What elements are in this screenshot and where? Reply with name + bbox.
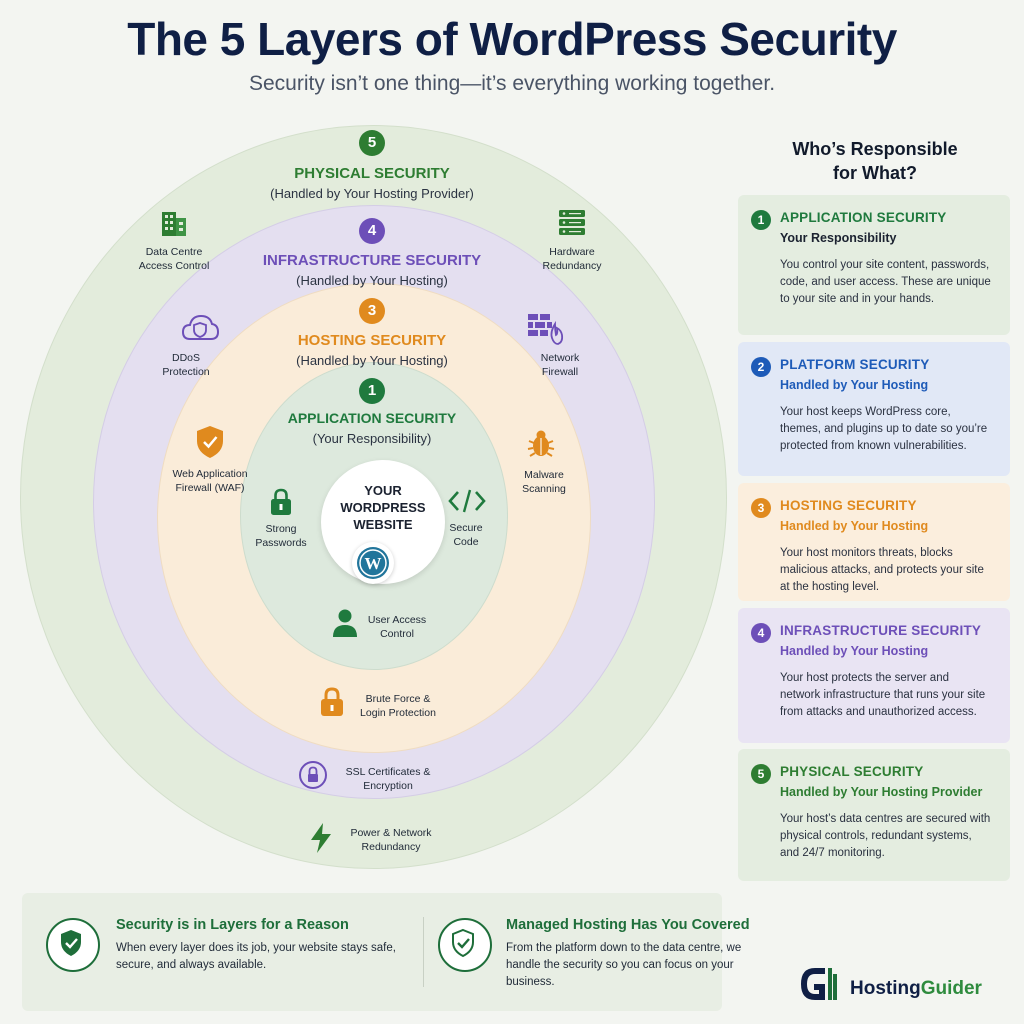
- card-3-subtitle: Handled by Your Hosting: [780, 519, 929, 533]
- code-icon: [448, 488, 486, 519]
- padlock-icon: [318, 686, 346, 723]
- card-2-title: PLATFORM SECURITY: [780, 357, 930, 372]
- card-1-subtitle: Your Responsibility: [780, 231, 897, 245]
- center-line-3: WEBSITE: [353, 517, 413, 532]
- card-5-title: PHYSICAL SECURITY: [780, 764, 924, 779]
- infrastructure-layer-subtitle: (Handled by Your Hosting): [296, 273, 448, 288]
- shield-check-icon: [46, 918, 100, 972]
- footer-left-description: When every layer does its job, your webs…: [116, 942, 396, 971]
- layer-4-number: 4: [359, 218, 385, 244]
- card-5-number: 5: [751, 764, 771, 784]
- hostingguider-logo-icon: [795, 964, 839, 1009]
- card-4-description: Your host protects the server and networ…: [780, 672, 986, 718]
- footer-right-title: Managed Hosting Has You Covered: [506, 917, 750, 933]
- card-4-subtitle: Handled by Your Hosting: [780, 644, 929, 658]
- hosting-layer-subtitle: (Handled by Your Hosting): [296, 353, 448, 368]
- brand-name-part-2: Guider: [920, 978, 982, 999]
- card-3-title: HOSTING SECURITY: [780, 498, 917, 513]
- user-icon: [332, 608, 358, 643]
- server-icon: [557, 208, 587, 243]
- card-1-description: You control your site content, passwords…: [780, 259, 991, 305]
- footer-right-description: From the platform down to the data centr…: [506, 942, 742, 988]
- lock-icon: [268, 487, 294, 522]
- layer-5-number: 5: [359, 130, 385, 156]
- card-4-title: INFRASTRUCTURE SECURITY: [780, 623, 982, 638]
- card-2-number: 2: [751, 357, 771, 377]
- layer-1-number: 1: [359, 378, 385, 404]
- building-icon: [160, 206, 188, 243]
- card-3-description: Your host monitors threats, blocks malic…: [780, 547, 984, 593]
- card-1-number: 1: [751, 210, 771, 230]
- page-subtitle: Security isn’t one thing—it’s everything…: [248, 72, 776, 95]
- card-application-security: 1 APPLICATION SECURITY Your Responsibili…: [738, 195, 1010, 335]
- card-1-title: APPLICATION SECURITY: [780, 210, 947, 225]
- card-5-description: Your host’s data centres are secured wit…: [780, 813, 991, 859]
- footer-divider: [423, 917, 424, 987]
- firewall-icon: [526, 310, 564, 351]
- card-2-description: Your host keeps WordPress core, themes, …: [780, 406, 988, 452]
- layer-3-number: 3: [359, 298, 385, 324]
- card-physical-security: 5 PHYSICAL SECURITY Handled by Your Host…: [738, 749, 1010, 881]
- hosting-layer-title: HOSTING SECURITY: [297, 332, 447, 349]
- infrastructure-layer-title: INFRASTRUCTURE SECURITY: [262, 252, 482, 269]
- shield-check-outline-icon: [438, 918, 492, 972]
- card-5-subtitle: Handled by Your Hosting Provider: [780, 785, 983, 799]
- application-layer-title: APPLICATION SECURITY: [287, 410, 457, 426]
- ssl-lock-icon: [298, 760, 328, 795]
- card-platform-security: 2 PLATFORM SECURITY Handled by Your Host…: [738, 342, 1010, 476]
- footer-left-title: Security is in Layers for a Reason: [116, 917, 349, 933]
- center-line-1: YOUR: [364, 483, 402, 498]
- page-title: The 5 Layers of WordPress Security: [127, 13, 897, 65]
- bug-icon: [526, 427, 556, 464]
- svg-text:W: W: [365, 554, 382, 573]
- card-2-subtitle: Handled by Your Hosting: [780, 378, 929, 392]
- brand-name: HostingGuider: [850, 978, 982, 1000]
- wordpress-logo-icon: W: [352, 542, 394, 584]
- shield-icon: [194, 424, 226, 465]
- center-line-2: WORDPRESS: [340, 500, 426, 515]
- application-layer-subtitle: (Your Responsibility): [312, 431, 432, 446]
- card-infrastructure-security: 4 INFRASTRUCTURE SECURITY Handled by You…: [738, 608, 1010, 743]
- footer-banner: [22, 893, 722, 1011]
- center-label: YOUR WORDPRESS WEBSITE: [321, 482, 445, 533]
- brand-name-part-1: Hosting: [850, 978, 921, 999]
- physical-layer-subtitle: (Handled by Your Hosting Provider): [270, 186, 474, 201]
- cloud-shield-icon: [181, 311, 220, 348]
- card-4-number: 4: [751, 623, 771, 643]
- responsibility-panel-title: Who’s Responsible for What?: [792, 139, 958, 183]
- card-3-number: 3: [751, 498, 771, 518]
- physical-layer-title: PHYSICAL SECURITY: [294, 165, 450, 182]
- ssl-certificates-label: SSL Certificates &Encryption: [345, 766, 431, 792]
- lightning-icon: [308, 822, 334, 859]
- card-hosting-security: 3 HOSTING SECURITY Handled by Your Hosti…: [738, 483, 1010, 601]
- brute-force-label: Brute Force &Login Protection: [360, 693, 436, 719]
